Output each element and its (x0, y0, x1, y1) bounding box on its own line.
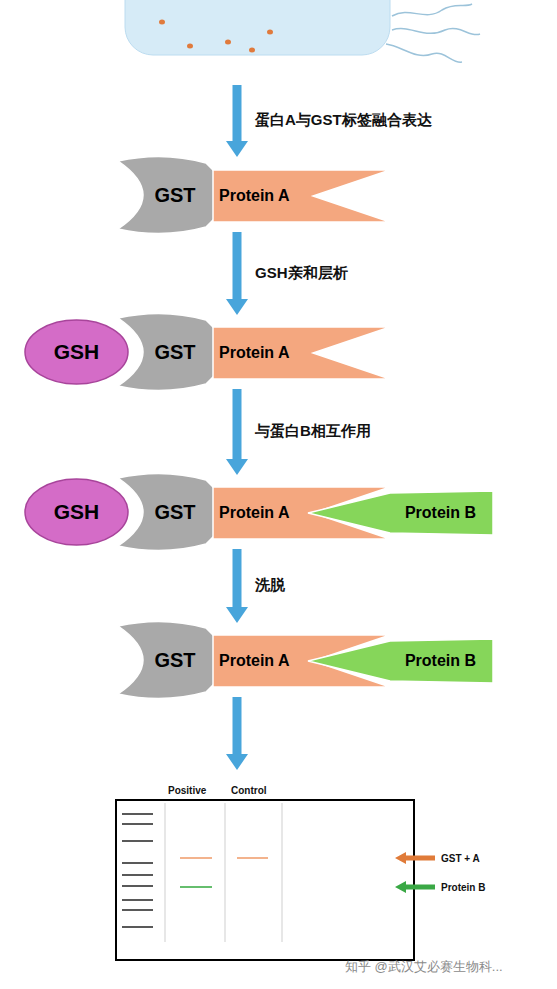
expressed-protein-dot (159, 20, 165, 25)
protein-b: Protein B (308, 491, 493, 535)
node-label: GST (154, 649, 195, 672)
node-label: GST (154, 184, 195, 207)
gst-tag-shape (118, 313, 218, 390)
gel-frame (116, 800, 414, 960)
ladder-band (122, 909, 153, 911)
step-arrow (226, 549, 248, 623)
step-label: 与蛋白B相互作用 (255, 422, 371, 441)
step-arrow (226, 85, 248, 157)
expressed-protein-dot (267, 30, 273, 35)
node-label: Protein B (405, 504, 476, 522)
legend-entry: GST + A (395, 852, 480, 864)
node-label: GSH (54, 500, 100, 524)
protein-a: Protein A (213, 327, 390, 379)
lane-divider (225, 803, 226, 942)
legend-arrow (395, 852, 435, 864)
gst-a-band (180, 857, 212, 859)
step-label: 蛋白A与GST标签融合表达 (255, 111, 432, 130)
ladder-band (122, 899, 153, 901)
lane-divider (282, 803, 283, 942)
protein-b-shape (308, 639, 493, 683)
bacterium (125, 0, 480, 62)
gsh-ligand: GSH (25, 320, 128, 384)
flagellum (386, 44, 462, 62)
cell-body (125, 0, 390, 55)
legend-arrow-shape (395, 852, 435, 864)
protein-a-shape (213, 327, 390, 379)
flagellum (392, 4, 472, 16)
ladder-band (122, 926, 153, 928)
gsh-ligand-shape (25, 479, 128, 545)
node-label: Protein B (405, 652, 476, 670)
step-arrow (226, 697, 248, 770)
ladder-band (122, 823, 153, 825)
gst-tag: GST (108, 620, 218, 700)
node-label: Protein A (219, 652, 290, 670)
gst-a-band (237, 857, 268, 859)
gst-tag-shape (118, 473, 218, 550)
node-label: GST (154, 341, 195, 364)
step-arrow (226, 232, 248, 315)
gsh-ligand: GSH (25, 479, 128, 545)
protein-b: Protein B (308, 639, 493, 683)
expressed-protein-dot (225, 40, 231, 45)
lane-label: Positive (168, 785, 206, 796)
protein-b-shape (308, 491, 493, 535)
gel (116, 800, 414, 960)
expressed-protein-dot (249, 48, 255, 53)
legend-entry: Protein B (395, 881, 485, 893)
gst-tag: GST (108, 312, 218, 392)
ladder (122, 814, 153, 927)
expressed-protein-dot (187, 44, 193, 49)
ladder-band (122, 813, 153, 815)
protein-b-band (180, 886, 212, 888)
node-label: Protein A (219, 344, 290, 362)
step-label: 洗脱 (255, 576, 285, 595)
legend-arrow-shape (395, 881, 435, 893)
ladder-band (122, 874, 153, 876)
step-arrow (226, 389, 248, 475)
protein-a-shape (213, 170, 390, 222)
node-label: GST (154, 501, 195, 524)
gst-tag-shape (118, 156, 218, 233)
node-label: GSH (54, 340, 100, 364)
node-label: Protein A (219, 187, 290, 205)
step-label: GSH亲和层析 (255, 264, 348, 283)
watermark: 知乎 @武汉艾必赛生物科... (345, 958, 503, 976)
gst-tag-shape (118, 621, 218, 698)
node-label: Protein A (219, 504, 290, 522)
ladder-band (122, 885, 153, 887)
gst-tag: GST (108, 155, 218, 235)
lane-label: Control (231, 785, 267, 796)
ladder-band (122, 840, 153, 842)
ladder-band (122, 862, 153, 864)
lane-divider (165, 803, 166, 942)
protein-a: Protein A (213, 170, 390, 222)
legend-text: GST + A (441, 853, 480, 864)
gsh-ligand-shape (25, 320, 128, 384)
legend-arrow (395, 881, 435, 893)
legend-text: Protein B (441, 882, 485, 893)
gst-tag: GST (108, 472, 218, 552)
flagellum (392, 28, 480, 34)
